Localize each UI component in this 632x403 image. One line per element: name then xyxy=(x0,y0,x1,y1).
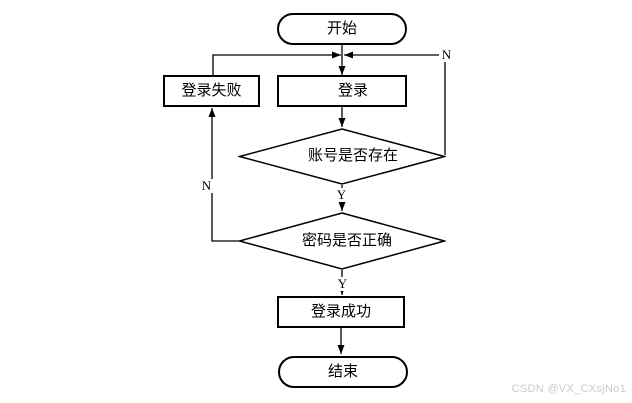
node-check-account-label: 账号是否存在 xyxy=(307,148,398,164)
edge-label-password-no: N xyxy=(199,179,214,193)
node-login: 登录 xyxy=(277,75,407,107)
node-login-fail-label: 登录失败 xyxy=(181,82,242,99)
node-login-label: 登录 xyxy=(337,82,368,99)
node-start: 开始 xyxy=(277,13,407,45)
edge-label-password-yes: Y xyxy=(335,277,350,291)
node-login-success-label: 登录成功 xyxy=(310,303,371,320)
edge-label-account-yes: Y xyxy=(334,188,349,202)
node-check-account: 账号是否存在 xyxy=(238,128,446,185)
node-login-success: 登录成功 xyxy=(277,296,405,328)
watermark: CSDN @VX_CXsjNo1 xyxy=(511,383,626,395)
node-end: 结束 xyxy=(278,356,408,388)
node-check-password-label: 密码是否正确 xyxy=(301,232,392,249)
edge-password-no-to-fail xyxy=(208,108,239,242)
edge-fail-to-login xyxy=(212,51,341,75)
node-login-fail: 登录失败 xyxy=(163,75,260,107)
edge-label-account-no: N xyxy=(439,48,454,62)
diamond-shape xyxy=(238,212,446,270)
node-start-label: 开始 xyxy=(326,20,357,37)
node-end-label: 结束 xyxy=(327,363,358,380)
node-check-password: 密码是否正确 xyxy=(238,212,446,270)
diamond-shape xyxy=(238,128,446,185)
